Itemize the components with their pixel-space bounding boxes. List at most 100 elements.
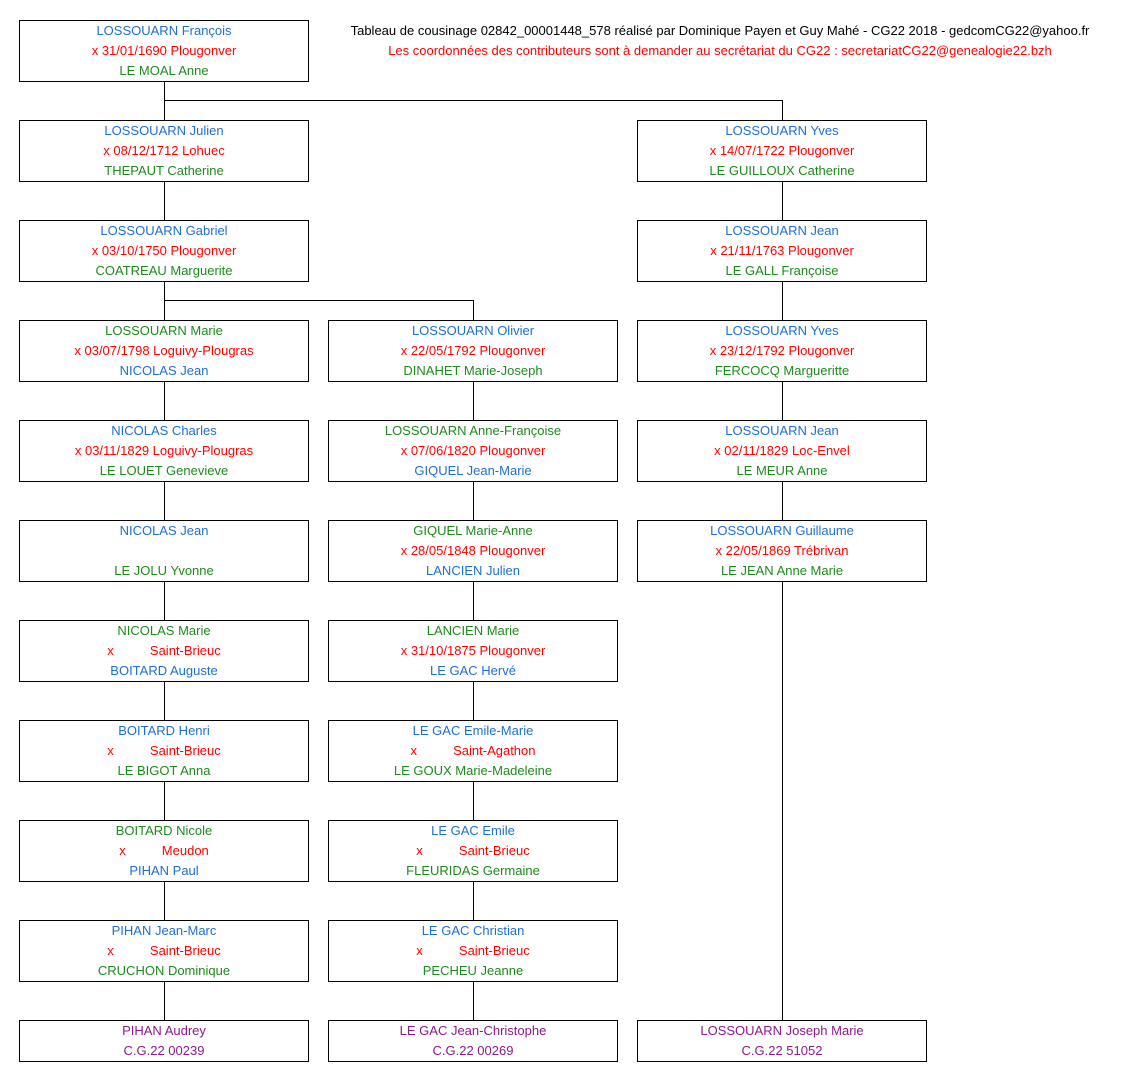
person-name: LOSSOUARN Anne-Françoise <box>384 423 562 438</box>
person-box: LOSSOUARN Olivier x 22/05/1792 Plougonve… <box>328 320 618 382</box>
marriage-info: x Saint-Agathon <box>410 743 536 758</box>
member-code: C.G.22 00269 <box>432 1043 514 1058</box>
marriage-info: x 21/11/1763 Plougonver <box>710 243 854 258</box>
connector <box>164 380 165 1020</box>
marriage-info: x 23/12/1792 Plougonver <box>709 343 855 358</box>
marriage-info: x Saint-Brieuc <box>416 943 530 958</box>
person-name: LOSSOUARN Yves <box>725 323 839 338</box>
person-name: LE GAC Christian <box>421 923 525 938</box>
spouse-name: FERCOCQ Margueritte <box>714 363 850 378</box>
spouse-name: LE GAC Hervé <box>430 663 516 678</box>
connector <box>164 100 783 101</box>
person-box: LANCIEN Marie x 31/10/1875 Plougonver LE… <box>328 620 618 682</box>
person-box: BOITARD Henri x Saint-Brieuc LE BIGOT An… <box>19 720 309 782</box>
person-name: LOSSOUARN Jean <box>725 223 839 238</box>
marriage-info: x Saint-Brieuc <box>416 843 530 858</box>
spouse-name: FLEURIDAS Germaine <box>406 863 540 878</box>
spouse-name: CRUCHON Dominique <box>97 963 231 978</box>
marriage-info: x 03/10/1750 Plougonver <box>91 243 237 258</box>
spouse-name: DINAHET Marie-Joseph <box>403 363 543 378</box>
marriage-info: x Saint-Brieuc <box>107 643 221 658</box>
person-name: NICOLAS Charles <box>111 423 217 438</box>
marriage-info: x 22/05/1792 Plougonver <box>400 343 546 358</box>
spouse-name: LE JEAN Anne Marie <box>720 563 844 578</box>
person-name: GIQUEL Marie-Anne <box>413 523 533 538</box>
descendant-box: LOSSOUARN Joseph Marie C.G.22 51052 <box>637 1020 927 1062</box>
spouse-name: PIHAN Paul <box>129 863 199 878</box>
person-box: LE GAC Emile x Saint-Brieuc FLEURIDAS Ge… <box>328 820 618 882</box>
person-name: LOSSOUARN Jean <box>725 423 839 438</box>
person-name: LOSSOUARN Yves <box>725 123 839 138</box>
marriage-info: x 02/11/1829 Loc-Envel <box>714 443 850 458</box>
spouse-name: BOITARD Auguste <box>110 663 218 678</box>
spouse-name: LE GOUX Marie-Madeleine <box>393 763 553 778</box>
connector <box>473 380 474 1020</box>
person-box: NICOLAS Charles x 03/11/1829 Loguivy-Plo… <box>19 420 309 482</box>
marriage-info: x Saint-Brieuc <box>107 743 221 758</box>
marriage-info: x 28/05/1848 Plougonver <box>400 543 546 558</box>
person-box: LOSSOUARN Gabriel x 03/10/1750 Plougonve… <box>19 220 309 282</box>
person-name: LOSSOUARN Marie <box>105 323 223 338</box>
person-name: NICOLAS Jean <box>119 523 209 538</box>
marriage-info: x Saint-Brieuc <box>107 943 221 958</box>
spouse-name: LE MOAL Anne <box>119 63 209 78</box>
marriage-info: x 14/07/1722 Plougonver <box>709 143 855 158</box>
person-box-root: LOSSOUARN François x 31/01/1690 Plougonv… <box>19 20 309 82</box>
person-box: LOSSOUARN Yves x 23/12/1792 Plougonver F… <box>637 320 927 382</box>
person-box: BOITARD Nicole x Meudon PIHAN Paul <box>19 820 309 882</box>
person-name: LE GAC Emile-Marie <box>412 723 534 738</box>
descendant-box: LE GAC Jean-Christophe C.G.22 00269 <box>328 1020 618 1062</box>
spouse-name: LE GUILLOUX Catherine <box>709 163 855 178</box>
person-box: LE GAC Christian x Saint-Brieuc PECHEU J… <box>328 920 618 982</box>
descendant-name: PIHAN Audrey <box>122 1023 206 1038</box>
marriage-info: x 07/06/1820 Plougonver <box>400 443 546 458</box>
person-name: LANCIEN Marie <box>426 623 520 638</box>
person-box: GIQUEL Marie-Anne x 28/05/1848 Plougonve… <box>328 520 618 582</box>
descendant-box: PIHAN Audrey C.G.22 00239 <box>19 1020 309 1062</box>
marriage-info: x 08/12/1712 Lohuec <box>103 143 225 158</box>
spouse-name: GIQUEL Jean-Marie <box>414 463 532 478</box>
person-box: NICOLAS Jean LE JOLU Yvonne <box>19 520 309 582</box>
person-name: LOSSOUARN Julien <box>104 123 224 138</box>
spouse-name: LANCIEN Julien <box>426 563 520 578</box>
marriage-info: x Meudon <box>119 843 209 858</box>
person-box: LOSSOUARN Marie x 03/07/1798 Loguivy-Plo… <box>19 320 309 382</box>
connector <box>164 180 165 220</box>
person-name: PIHAN Jean-Marc <box>111 923 217 938</box>
connector <box>164 300 474 301</box>
person-name: LE GAC Emile <box>431 823 515 838</box>
descendant-name: LOSSOUARN Joseph Marie <box>700 1023 864 1038</box>
spouse-name: LE BIGOT Anna <box>117 763 211 778</box>
person-box: LOSSOUARN Guillaume x 22/05/1869 Trébriv… <box>637 520 927 582</box>
spouse-name: PECHEU Jeanne <box>422 963 524 978</box>
contact-notice: Les coordonnées des contributeurs sont à… <box>388 43 1052 58</box>
chart-title: Tableau de cousinage 02842_00001448_578 … <box>350 23 1090 38</box>
spouse-name: LE LOUET Genevieve <box>99 463 229 478</box>
connector <box>473 300 474 320</box>
spouse-name: LE MEUR Anne <box>736 463 828 478</box>
person-box: PIHAN Jean-Marc x Saint-Brieuc CRUCHON D… <box>19 920 309 982</box>
marriage-info: x 31/10/1875 Plougonver <box>400 643 546 658</box>
spouse-name: COATREAU Marguerite <box>95 263 233 278</box>
person-name: LOSSOUARN François <box>96 23 232 38</box>
person-name: LOSSOUARN Gabriel <box>100 223 228 238</box>
person-box: LOSSOUARN Jean x 21/11/1763 Plougonver L… <box>637 220 927 282</box>
spouse-name: LE JOLU Yvonne <box>114 563 214 578</box>
spouse-name: THEPAUT Catherine <box>104 163 224 178</box>
person-box: LOSSOUARN Yves x 14/07/1722 Plougonver L… <box>637 120 927 182</box>
spouse-name: LE GALL Françoise <box>725 263 839 278</box>
person-box: LE GAC Emile-Marie x Saint-Agathon LE GO… <box>328 720 618 782</box>
connector <box>782 180 783 1020</box>
spouse-name: NICOLAS Jean <box>119 363 209 378</box>
marriage-info: x 22/05/1869 Trébrivan <box>715 543 849 558</box>
person-box: LOSSOUARN Anne-Françoise x 07/06/1820 Pl… <box>328 420 618 482</box>
person-box: LOSSOUARN Julien x 08/12/1712 Lohuec THE… <box>19 120 309 182</box>
person-name: NICOLAS Marie <box>117 623 211 638</box>
connector <box>782 100 783 120</box>
person-box: LOSSOUARN Jean x 02/11/1829 Loc-Envel LE… <box>637 420 927 482</box>
person-name: BOITARD Nicole <box>115 823 213 838</box>
person-name: LOSSOUARN Guillaume <box>710 523 854 538</box>
person-name: LOSSOUARN Olivier <box>411 323 535 338</box>
descendant-name: LE GAC Jean-Christophe <box>399 1023 547 1038</box>
marriage-info <box>20 541 308 561</box>
